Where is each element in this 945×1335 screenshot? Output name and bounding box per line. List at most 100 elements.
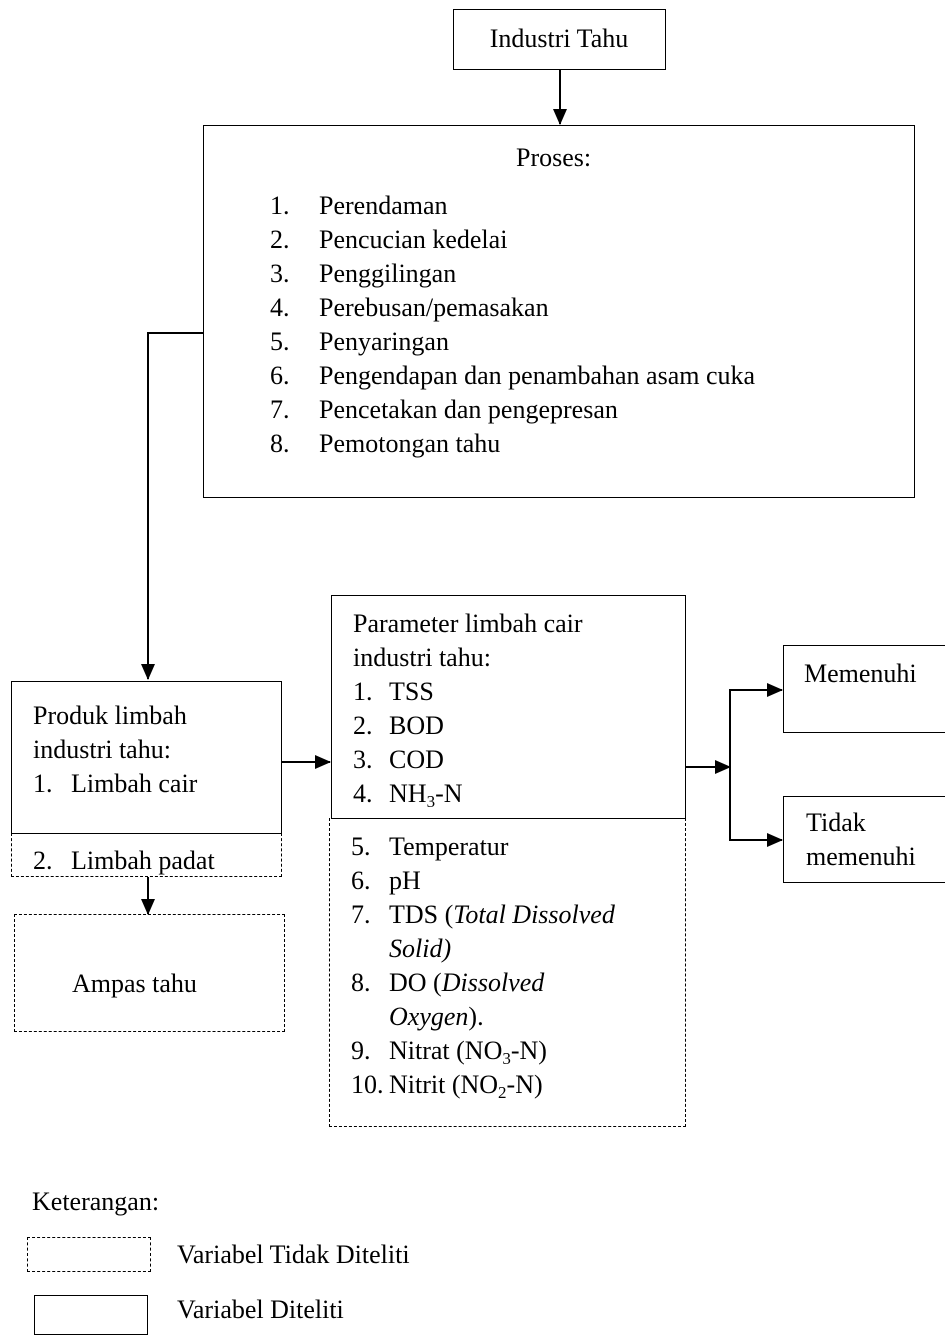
waste-title-line2: industri tahu: [33, 735, 171, 764]
tds-text: TDS ( [389, 900, 454, 929]
legend-dashed-swatch [27, 1237, 151, 1272]
arrow-to-not-meets [729, 767, 783, 847]
arrow-to-meets [729, 683, 783, 767]
parameter-item: 2. BOD [353, 709, 673, 743]
industry-title: Industri Tahu [489, 24, 629, 53]
step-number: 1. [270, 191, 290, 220]
process-heading: Proses: [516, 143, 592, 172]
liquid-waste-item: 1. Limbah cair [33, 767, 197, 801]
process-step: 1. Perendaman [270, 189, 890, 223]
process-step: 4. Perebusan/pemasakan [270, 291, 890, 325]
nitrite-prefix: Nitrit (NO [389, 1070, 499, 1099]
unstudied-parameter-box: 5. Temperatur 6. pH 7. TDS (Total Dissolved… [329, 818, 686, 1127]
meets-standard-box: Memenuhi [783, 645, 945, 733]
tds-italic: Total Dissolved Solid) [389, 900, 615, 963]
parameter-number: 7. [351, 900, 371, 929]
parameter-item: 1. TSS [353, 675, 673, 709]
nitrite-suffix: -N) [506, 1070, 543, 1099]
parameter-number: 5. [351, 832, 371, 861]
step-number: 7. [270, 395, 290, 424]
parameter-label: NH3-N [389, 777, 463, 811]
parameter-label: COD [389, 745, 444, 774]
parameter-label: DO (Dissolved Oxygen). [389, 966, 589, 1034]
solid-waste-box: 2. Limbah padat [11, 833, 282, 877]
parameter-number: 6. [351, 866, 371, 895]
step-number: 6. [270, 361, 290, 390]
parameter-label: BOD [389, 711, 444, 740]
nh3-suffix: -N [435, 779, 463, 808]
parameter-number: 3. [353, 745, 373, 774]
legend-title: Keterangan: [32, 1187, 160, 1216]
industry-box: Industri Tahu [453, 9, 666, 70]
legend-not-studied-label: Variabel Tidak Diteliti [177, 1240, 410, 1269]
not-meets-line2: memenuhi [806, 842, 916, 871]
parameter-number: 9. [351, 1036, 371, 1065]
step-label: Perendaman [319, 191, 448, 220]
step-number: 2. [270, 225, 290, 254]
not-meets-line1: Tidak [806, 808, 866, 837]
parameter-label: pH [389, 866, 421, 895]
parameter-label: Temperatur [389, 832, 509, 861]
step-number: 8. [270, 429, 290, 458]
parameter-item: 7. TDS (Total Dissolved Solid) [351, 898, 681, 966]
nitrate-suffix: -N) [510, 1036, 547, 1065]
parameter-label: TDS (Total Dissolved Solid) [389, 898, 659, 966]
waste-title-line1: Produk limbah [33, 701, 187, 730]
step-number: 3. [270, 259, 290, 288]
nh3-subscript: 3 [426, 792, 436, 811]
arrow-process-to-waste [141, 332, 203, 680]
process-step: 5. Penyaringan [270, 325, 890, 359]
nitrate-prefix: Nitrat (NO [389, 1036, 503, 1065]
step-label: Pengendapan dan penambahan asam cuka [319, 361, 756, 390]
parameter-number: 10. [351, 1070, 384, 1099]
parameter-title-line1: Parameter limbah cair [353, 609, 583, 638]
nitrite-subscript: 2 [498, 1083, 507, 1102]
parameter-number: 1. [353, 677, 373, 706]
parameter-label: TSS [389, 677, 434, 706]
parameter-number: 4. [353, 779, 373, 808]
tofu-pulp-label: Ampas tahu [72, 969, 197, 998]
parameter-item: 8. DO (Dissolved Oxygen). [351, 966, 681, 1034]
step-label: Penggilingan [319, 259, 457, 288]
parameter-item: 10.Nitrit (NO2-N) [351, 1068, 681, 1102]
process-step: 8. Pemotongan tahu [270, 427, 890, 461]
solid-waste-label: Limbah padat [71, 846, 215, 875]
parameter-item: 9. Nitrat (NO3-N) [351, 1034, 681, 1068]
parameter-item: 4. NH3-N [353, 777, 673, 811]
parameter-number: 2. [353, 711, 373, 740]
liquid-waste-label: Limbah cair [71, 769, 198, 798]
legend-solid-swatch [34, 1295, 148, 1335]
step-label: Pemotongan tahu [319, 429, 501, 458]
step-label: Pencetakan dan pengepresan [319, 395, 618, 424]
do-italic: Dissolved Oxygen [389, 968, 545, 1031]
process-step: 3. Penggilingan [270, 257, 890, 291]
process-box: Proses: 1. Perendaman 2. Pencucian kedelai… [203, 125, 915, 498]
do-text: DO ( [389, 968, 442, 997]
meets-standard-label: Memenuhi [804, 659, 917, 688]
solid-waste-number: 2. [33, 846, 53, 875]
parameter-label: Nitrat (NO3-N) [389, 1034, 547, 1068]
liquid-waste-number: 1. [33, 769, 53, 798]
waste-product-box: Produk limbah industri tahu: 1. Limbah c… [11, 681, 282, 834]
process-step: 7. Pencetakan dan pengepresan [270, 393, 890, 427]
step-number: 4. [270, 293, 290, 322]
step-label: Perebusan/pemasakan [319, 293, 549, 322]
nitrate-subscript: 3 [502, 1049, 511, 1068]
tofu-pulp-box: Ampas tahu [14, 914, 285, 1032]
parameter-label: Nitrit (NO2-N) [389, 1068, 543, 1102]
step-label: Pencucian kedelai [319, 225, 508, 254]
do-suffix: ). [468, 1002, 484, 1031]
parameter-item: 6. pH [351, 864, 681, 898]
parameter-number: 8. [351, 968, 371, 997]
parameter-box: Parameter limbah cair industri tahu: 1.T… [331, 595, 686, 819]
parameter-item: 3. COD [353, 743, 673, 777]
nh3-prefix: NH [389, 779, 427, 808]
process-step: 6. Pengendapan dan penambahan asam cuka [270, 359, 890, 393]
parameter-item: 5. Temperatur [351, 830, 681, 864]
process-step: 2. Pencucian kedelai [270, 223, 890, 257]
unstudied-parameter-list: 5. Temperatur 6. pH 7. TDS (Total Dissolved… [351, 830, 681, 1102]
solid-waste-item: 2. Limbah padat [33, 844, 215, 878]
step-number: 5. [270, 327, 290, 356]
step-label: Penyaringan [319, 327, 449, 356]
